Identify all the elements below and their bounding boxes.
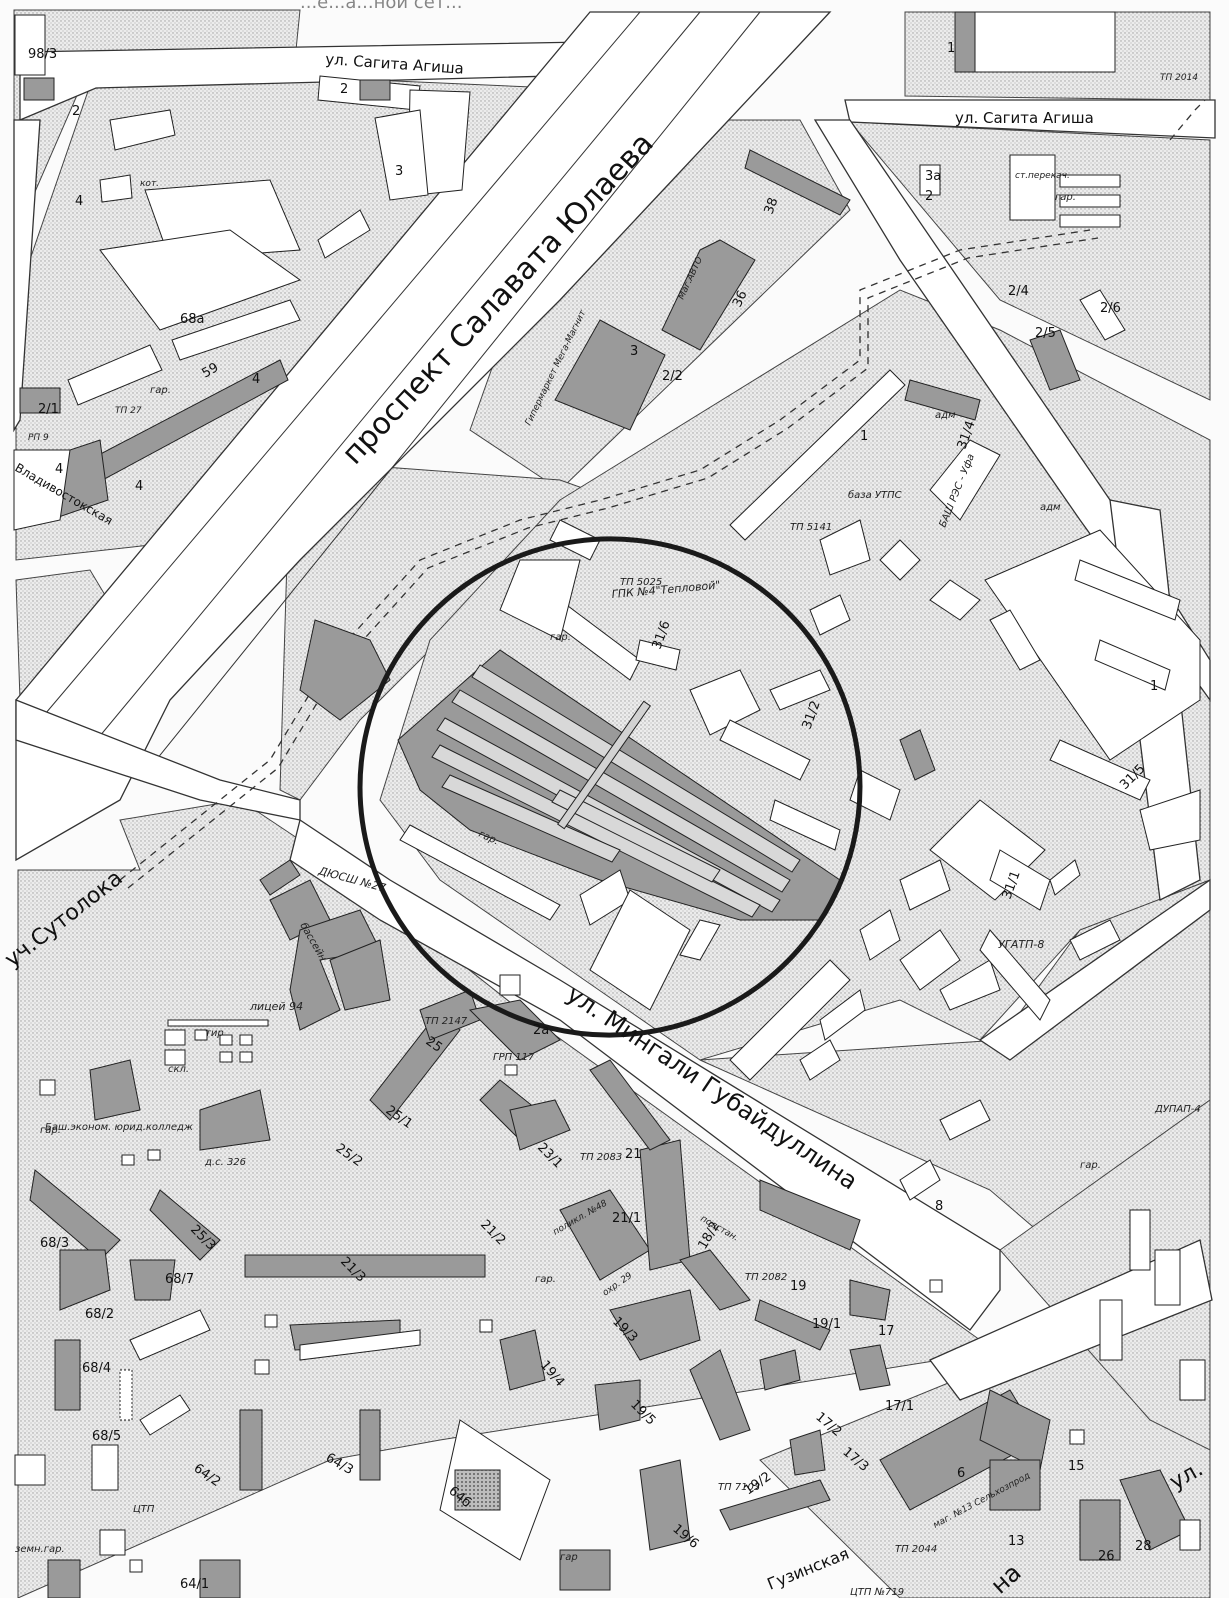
num-2-2: 2/2 <box>662 369 683 384</box>
num-2-6: 2/6 <box>1100 301 1121 316</box>
num-2b: 2 <box>72 104 80 119</box>
num-36: 36 <box>730 288 751 309</box>
buildings <box>13 11 1206 1598</box>
num-2-5: 2/5 <box>1035 326 1056 341</box>
num-3: 3 <box>395 164 403 179</box>
num-1-right: 1 <box>1150 679 1158 694</box>
label-grp: ГРП 117 <box>493 1052 535 1063</box>
num-68a: 68а <box>180 312 205 327</box>
num-8: 8 <box>935 1199 943 1214</box>
label-tp2014: ТП 2014 <box>1160 73 1198 83</box>
label-gar1: гар. <box>550 632 571 643</box>
label-tp2044: ТП 2044 <box>895 1544 937 1555</box>
label-gar6: гар. <box>1080 1160 1101 1171</box>
header-faint-text: ...е...а...ной сет... <box>300 0 462 13</box>
label-gar5: гар. <box>535 1274 556 1285</box>
label-kot: кот. <box>140 179 159 189</box>
label-tp5025: ТП 5025 <box>620 577 662 588</box>
label-adm2: адм <box>1040 502 1061 513</box>
num-1-inner: 1 <box>860 429 868 444</box>
num-59: 59 <box>200 360 222 381</box>
num-64-1: 64/1 <box>180 1577 209 1592</box>
num-68-3: 68/3 <box>40 1236 69 1251</box>
num-68-7: 68/7 <box>165 1272 194 1287</box>
label-ugatp: УГАТП-8 <box>998 938 1044 951</box>
label-gar8: гар <box>560 1552 578 1563</box>
num-4d: 4 <box>135 479 143 494</box>
label-ctp: ЦТП <box>133 1504 155 1515</box>
label-rp9: РП 9 <box>28 433 49 443</box>
num-2: 2 <box>340 82 348 97</box>
num-38: 38 <box>762 196 782 217</box>
num-21-1: 21/1 <box>612 1211 641 1226</box>
label-college: Баш.эконом. юрид.колледж <box>45 1122 193 1133</box>
num-6: 6 <box>957 1466 965 1481</box>
label-tp5141: ТП 5141 <box>790 522 832 533</box>
label-dupap: ДУПАП-4 <box>1154 1104 1201 1115</box>
label-tp2082: ТП 2082 <box>745 1272 787 1283</box>
highlight-circle <box>357 536 863 1038</box>
num-98-3: 98/3 <box>28 47 57 62</box>
num-2-4: 2/4 <box>1008 284 1029 299</box>
label-tp7103: ТП 7103 <box>718 1482 760 1493</box>
house-numbers: 98/3 1 2 3 2 68а 59 4 2/1 4 4 4 38 36 3 … <box>28 41 1158 1592</box>
label-gar3: гар. <box>150 385 171 396</box>
label-adm1: адм <box>935 410 956 421</box>
label-tp2083: ТП 2083 <box>580 1152 622 1163</box>
label-tp2147: ТП 2147 <box>425 1016 468 1027</box>
num-3b: 3 <box>630 344 638 359</box>
num-68-2: 68/2 <box>85 1307 114 1322</box>
num-4a: 4 <box>252 372 260 387</box>
num-19: 19 <box>790 1279 807 1294</box>
label-lyceum: лицей 94 <box>249 1000 303 1013</box>
label-gar4: гар. <box>40 1125 61 1136</box>
num-2-1: 2/1 <box>38 402 59 417</box>
label-tir: тир <box>205 1028 224 1039</box>
label-tp719: ЦТП №719 <box>850 1587 904 1598</box>
num-4b: 4 <box>55 462 63 477</box>
num-2-top: 2 <box>925 189 933 204</box>
num-1-top: 1 <box>947 41 955 56</box>
num-26: 26 <box>1098 1549 1115 1564</box>
street-sagita-agisha-right: ул. Сагита Агиша <box>955 109 1094 127</box>
num-68-5: 68/5 <box>92 1429 121 1444</box>
label-st-perekach: ст.перекач. <box>1015 171 1070 181</box>
num-2a: 2а <box>533 1023 549 1038</box>
num-4c: 4 <box>75 194 83 209</box>
num-17: 17 <box>878 1324 895 1339</box>
label-skl: скл. <box>168 1064 189 1075</box>
label-zemn-gar: земн.гар. <box>15 1544 65 1555</box>
num-21: 21 <box>625 1147 642 1162</box>
label-tp27: ТП 27 <box>115 406 142 416</box>
label-ds: д.с. 326 <box>204 1157 246 1168</box>
num-13: 13 <box>1008 1534 1025 1549</box>
num-68-4: 68/4 <box>82 1361 111 1376</box>
num-17-1: 17/1 <box>885 1399 914 1414</box>
num-28: 28 <box>1135 1539 1152 1554</box>
label-baza: база УТПС <box>848 489 902 501</box>
num-3a: 3а <box>925 169 941 184</box>
num-19-1: 19/1 <box>812 1317 841 1332</box>
num-15: 15 <box>1068 1459 1085 1474</box>
label-gar7: гар. <box>1055 192 1076 203</box>
